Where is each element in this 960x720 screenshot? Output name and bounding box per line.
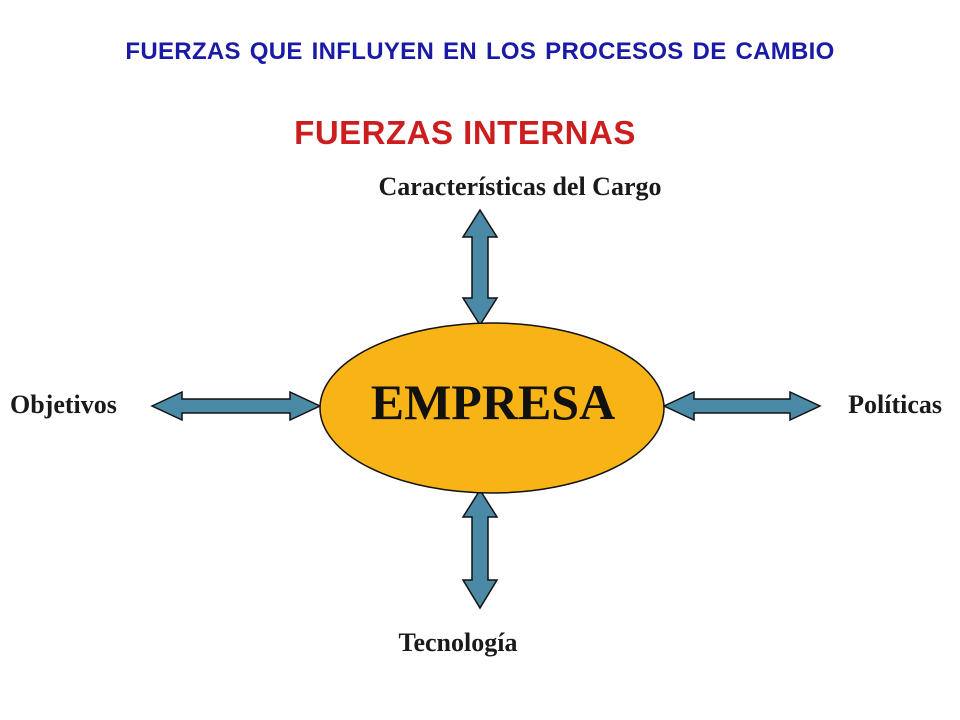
bottom-double-arrow xyxy=(461,488,499,610)
left-double-arrow xyxy=(150,390,322,422)
label-objectives: Objetivos xyxy=(10,390,117,419)
company-ellipse xyxy=(319,322,665,494)
label-job-characteristics: Características del Cargo xyxy=(378,172,662,201)
top-double-arrow xyxy=(461,208,499,327)
company-label: EMPRESA xyxy=(370,374,616,430)
slide-subtitle: FUERZAS INTERNAS xyxy=(294,114,636,151)
slide-title: FUERZAS QUE INFLUYEN EN LOS PROCESOS DE … xyxy=(125,38,835,65)
label-technology: Tecnología xyxy=(398,628,518,657)
label-policies: Políticas xyxy=(848,390,942,419)
right-double-arrow xyxy=(662,390,822,422)
